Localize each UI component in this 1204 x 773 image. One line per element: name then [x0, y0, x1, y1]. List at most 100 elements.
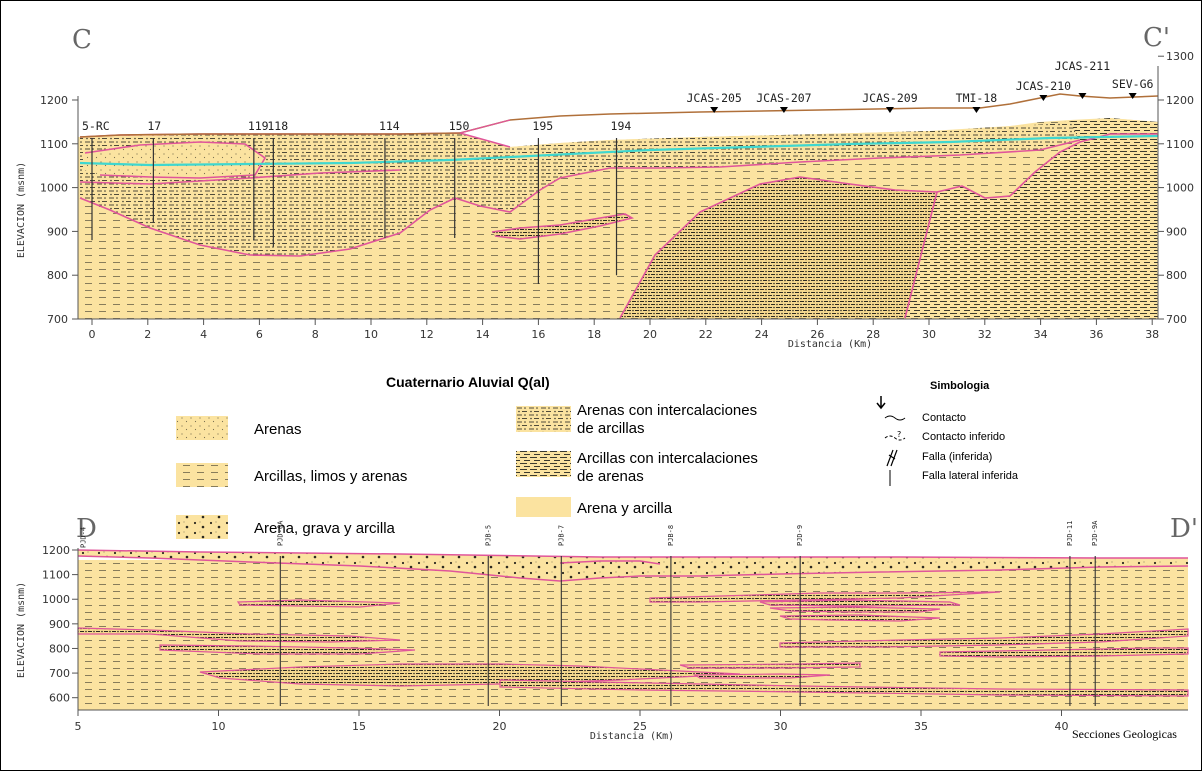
legend-label-arenas-intercal-2: de arcillas — [577, 420, 645, 437]
upper-well-label: 195 — [532, 119, 553, 133]
lower-y-tick-label: 700 — [49, 667, 70, 680]
corner-label-c-prime: C' — [1143, 23, 1170, 53]
lower-x-ticks: 5 10 15 20 25 30 35 40 — [75, 710, 1069, 733]
upper-y-tick-label-right: 1200 — [1166, 94, 1194, 107]
upper-well-label: 114 — [379, 119, 400, 133]
surface-point-label: JCAS-211 — [1055, 59, 1110, 73]
legend-swatch-arcillas-limos — [176, 463, 228, 487]
legend-label-arena-arcilla: Arena y arcilla — [577, 500, 673, 517]
upper-x-tick-label: 0 — [89, 328, 96, 341]
upper-y-tick-label-right: 1300 — [1166, 50, 1194, 63]
upper-x-tick-label: 30 — [922, 328, 936, 341]
north-arrow-icon — [876, 396, 886, 410]
upper-well-label: 119 — [248, 119, 269, 133]
contact-symbol-icon — [884, 415, 906, 421]
lower-x-label: Distancia (Km) — [590, 731, 674, 742]
lower-well-label: PJD-9 — [796, 525, 804, 546]
lower-well-label: PJB-7 — [557, 525, 565, 546]
upper-y-tick-label-right: 800 — [1166, 269, 1187, 282]
upper-well-label: 194 — [611, 119, 632, 133]
surface-point-label: SEV-G6 — [1112, 77, 1154, 91]
surface-point-label: JCAS-207 — [756, 91, 811, 105]
lower-well-label: PJD-9A — [1091, 520, 1099, 546]
svg-text:?: ? — [897, 430, 901, 439]
upper-x-tick-label: 32 — [978, 328, 992, 341]
legend-label-arenas-intercal: Arenas con intercalaciones — [577, 402, 757, 419]
surface-point-marker — [779, 107, 788, 113]
upper-y-label: ELEVACION (msnm) — [16, 162, 27, 258]
symbology-title: Simbologia — [930, 380, 990, 392]
layer-clays-with-sand — [905, 118, 1158, 318]
upper-x-tick-label: 14 — [476, 328, 490, 341]
ground-surface — [79, 93, 1159, 138]
lower-y-tick-label: 600 — [49, 692, 70, 705]
upper-x-tick-label: 10 — [364, 328, 378, 341]
upper-y-tick-label-left: 700 — [47, 313, 68, 326]
lower-x-tick-label: 20 — [493, 720, 507, 733]
lower-x-tick-label: 35 — [914, 720, 928, 733]
corner-label-d: D — [76, 514, 97, 544]
legend: Cuaternario Aluvial Q(al) Arenas Arcilla… — [176, 374, 1019, 539]
legend-swatch-arenas — [176, 416, 228, 440]
fault-symbol-icon — [886, 449, 898, 467]
upper-x-tick-label: 28 — [866, 328, 880, 341]
upper-y-tick-label-right: 1000 — [1166, 182, 1194, 195]
upper-y-tick-label-left: 900 — [47, 225, 68, 238]
symbology-falla: Falla (inferida) — [922, 451, 992, 463]
lower-well-label: PJB-8 — [667, 525, 675, 546]
legend-swatch-arcillas-intercal — [516, 451, 571, 477]
legend-swatch-arenas-intercal — [516, 406, 571, 432]
lower-well-label: PJD-4 — [80, 527, 88, 548]
lower-y-tick-label: 1100 — [42, 569, 70, 582]
upper-section: C C' 700 — [16, 23, 1194, 350]
lower-y-tick-label: 1200 — [42, 544, 70, 557]
upper-y-tick-label-left: 1000 — [40, 182, 68, 195]
upper-well-label: 5-RC — [82, 119, 110, 133]
upper-x-tick-label: 20 — [643, 328, 657, 341]
layer-sands — [85, 142, 265, 178]
legend-label-arenas: Arenas — [254, 421, 302, 438]
lower-x-tick-label: 5 — [75, 720, 82, 733]
footer-caption: Secciones Geologicas — [1072, 727, 1177, 741]
upper-x-tick-label: 26 — [810, 328, 824, 341]
lower-y-tick-label: 1000 — [42, 593, 70, 606]
upper-x-tick-label: 18 — [587, 328, 601, 341]
lower-y-tick-label: 800 — [49, 642, 70, 655]
upper-y-tick-label-right: 700 — [1166, 313, 1187, 326]
lower-x-tick-label: 30 — [774, 720, 788, 733]
lower-x-tick-label: 15 — [352, 720, 366, 733]
lower-x-tick-label: 25 — [633, 720, 647, 733]
upper-x-tick-label: 12 — [420, 328, 434, 341]
symbology-contacto: Contacto — [922, 412, 966, 424]
symbology-contacto-inferido: Contacto inferido — [922, 431, 1005, 443]
water-table — [79, 134, 1159, 167]
upper-y-tick-label-right: 900 — [1166, 225, 1187, 238]
lower-sky — [78, 548, 1188, 558]
surface-point-marker — [972, 107, 981, 113]
surface-point-marker — [885, 107, 894, 113]
lower-well-label: PJD-6A — [276, 520, 284, 546]
upper-x-tick-label: 4 — [200, 328, 207, 341]
corner-label-c: C — [72, 25, 92, 55]
upper-y-tick-label-left: 800 — [47, 269, 68, 282]
legend-swatch-arena-grava — [176, 515, 228, 539]
surface-point-marker — [710, 107, 719, 113]
lower-y-tick-label: 900 — [49, 618, 70, 631]
upper-x-tick-label: 2 — [144, 328, 151, 341]
legend-label-arcillas-intercal-2: de arenas — [577, 468, 644, 485]
lower-y-label: ELEVACION (msnm) — [16, 582, 27, 678]
upper-x-tick-label: 6 — [256, 328, 263, 341]
legend-label-arena-grava: Arena, grava y arcilla — [254, 520, 396, 537]
inferred-contact-icon — [884, 435, 906, 441]
upper-x-tick-label: 16 — [531, 328, 545, 341]
surface-point-label: JCAS-210 — [1016, 79, 1071, 93]
lower-x-tick-label: 10 — [212, 720, 226, 733]
lower-x-tick-label: 40 — [1055, 720, 1069, 733]
